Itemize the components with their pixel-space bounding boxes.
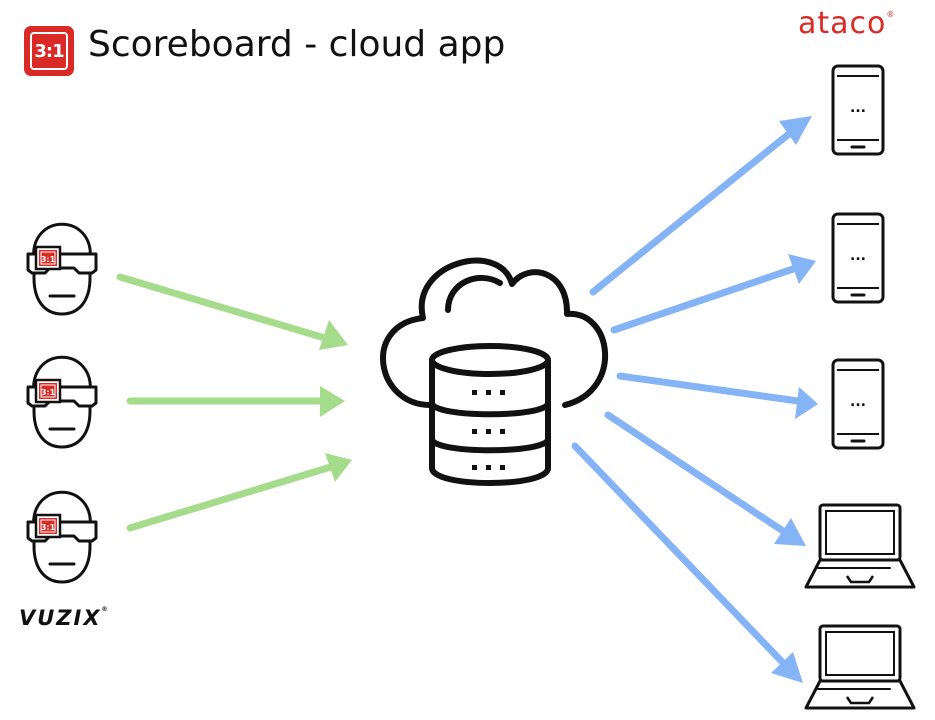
- device-screen-dots: ...: [850, 100, 866, 116]
- glasses-badge-text: 3:1: [41, 523, 56, 532]
- incoming-data-arrows: [116, 273, 352, 532]
- ataco-logo-text: ataco: [798, 6, 887, 41]
- smartphone-icon: ...: [831, 64, 885, 156]
- device-screen-dots: ...: [850, 394, 866, 410]
- laptop-icon: [804, 503, 916, 589]
- arrow-cloud-to-phone-2: [610, 254, 816, 334]
- arrow-cloud-to-phone-3: [616, 372, 818, 419]
- arrow-headset-3-to-cloud: [126, 453, 352, 532]
- arrow-headset-1-to-cloud: [116, 273, 348, 350]
- ar-headset-user-icon: 3:1: [26, 222, 98, 316]
- smartphone-icon: ...: [831, 358, 885, 450]
- app-logo-text: 3:1: [30, 32, 68, 70]
- arrow-cloud-to-laptop-1: [604, 411, 806, 546]
- glasses-badge-text: 3:1: [41, 255, 56, 264]
- app-logo-icon: 3:1: [24, 26, 74, 76]
- page-title: Scoreboard - cloud app: [88, 24, 506, 65]
- vuzix-logo: VUZIX®: [19, 606, 110, 630]
- ar-headset-user-icon: 3:1: [26, 490, 98, 584]
- ataco-logo: ataco®: [798, 6, 895, 41]
- cloud-database-icon: [380, 257, 608, 486]
- arrow-headset-2-to-cloud: [126, 386, 345, 417]
- arrow-cloud-to-laptop-2: [571, 442, 803, 683]
- arrow-cloud-to-phone-1: [589, 116, 812, 296]
- outgoing-data-arrows: [571, 116, 818, 683]
- device-screen-dots: ...: [850, 248, 866, 264]
- ar-headset-user-icon: 3:1: [26, 355, 98, 449]
- laptop-icon: [804, 624, 916, 710]
- smartphone-icon: ...: [831, 212, 885, 304]
- vuzix-registered-mark: ®: [101, 606, 110, 613]
- vuzix-logo-text: VUZIX: [19, 606, 102, 630]
- ataco-registered-mark: ®: [886, 10, 896, 19]
- glasses-badge-text: 3:1: [41, 388, 56, 397]
